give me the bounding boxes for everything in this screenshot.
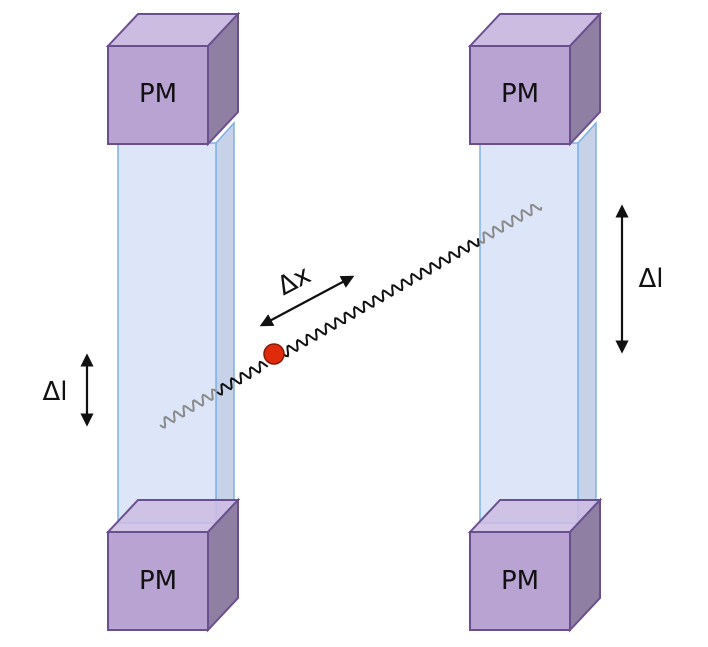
pm-bottom-left-front-face [107,531,209,631]
delta-x-label: Δx [273,260,316,302]
pm-bottom-left-label: PM [139,566,177,596]
pm-bottom-right-front-face [469,531,571,631]
photon-wave-right-outer [478,203,543,244]
photon-wave-right-inner [282,238,480,358]
annihilation-event-dot [263,343,285,365]
pm-bottom-left: PM [105,497,241,633]
right-bar-front [479,142,579,524]
right-bar-side [577,121,597,525]
delta-l-left-label: Δl [42,377,67,407]
pm-top-right-label: PM [501,79,539,109]
left-scintillator-bar [117,121,235,525]
pm-top-right: PM [467,11,603,147]
left-bar-side [215,121,235,525]
delta-x-arrow [259,275,355,327]
right-scintillator-bar [479,121,597,525]
pm-bottom-right-label: PM [501,566,539,596]
pm-top-left-front-face [107,45,209,145]
pm-top-right-front-face [469,45,571,145]
pm-top-left: PM [105,11,241,147]
pm-bottom-right: PM [467,497,603,633]
pm-top-left-label: PM [139,79,177,109]
photon-wave-left-outer [159,388,218,429]
delta-l-right-label: Δl [638,264,663,294]
photon-wave-left-inner [216,360,269,396]
left-bar-front [117,142,217,524]
